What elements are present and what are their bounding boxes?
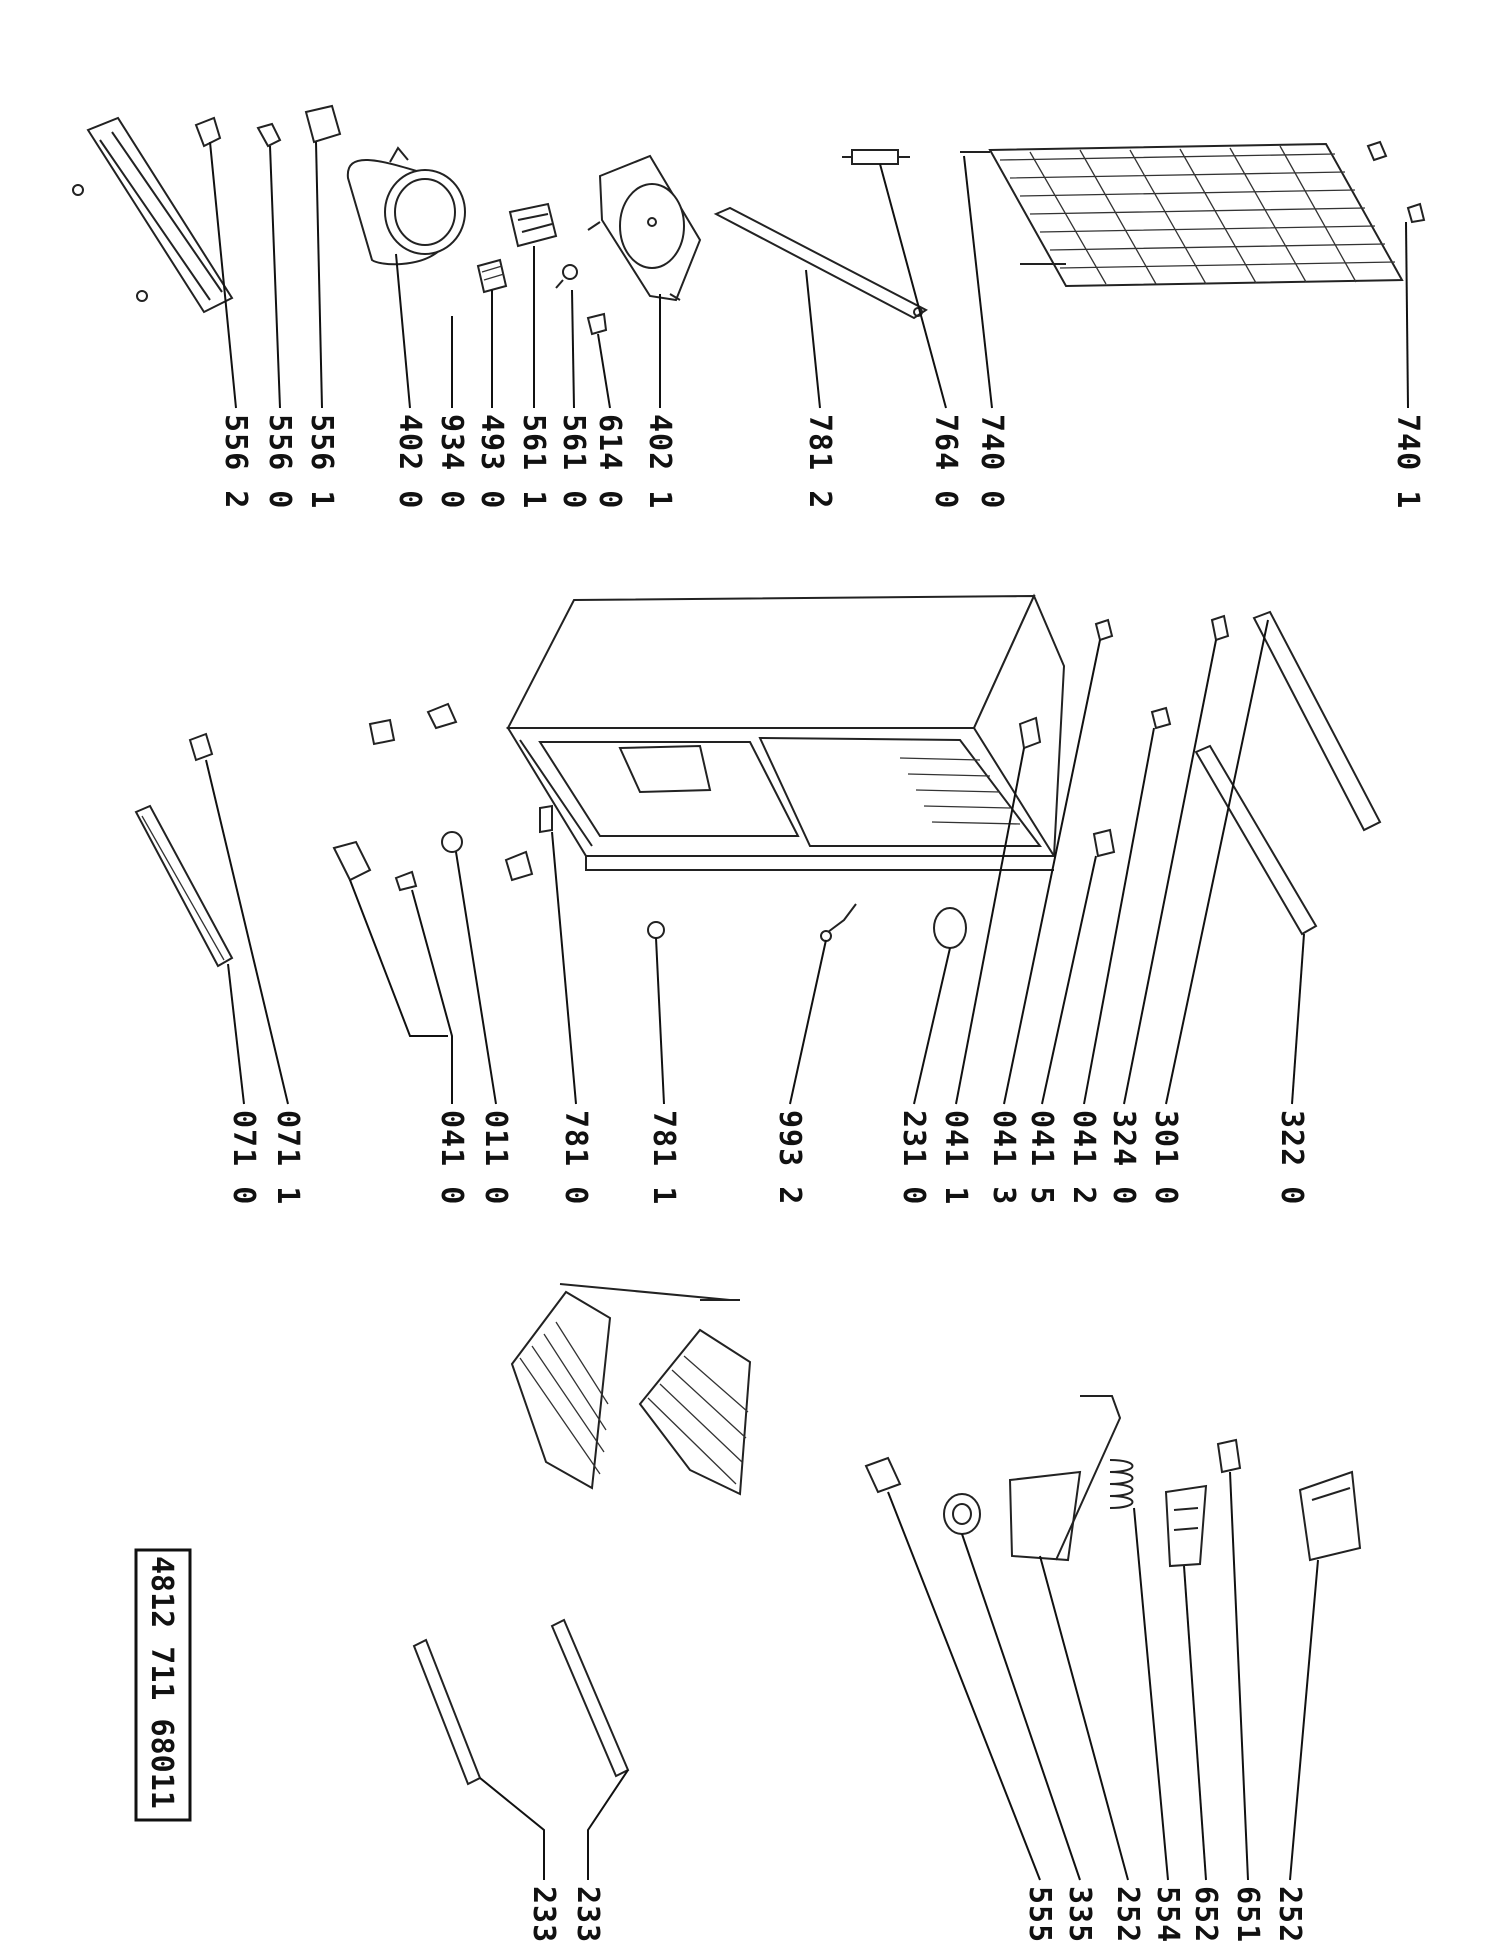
part-556-0-clip [194,116,222,148]
label-402-0: 402 0 [392,414,427,509]
label-402-1: 402 1 [642,414,677,509]
part-740-1-small [1366,140,1426,224]
part-561-0-clip [555,264,578,289]
part-301-0-rail [1252,610,1382,832]
label-324-0: 324 0 [1106,1110,1141,1205]
part-781-0-pin [539,804,553,834]
part-781-1-knob [647,921,665,939]
label-764-0: 764 0 [928,414,963,509]
label-740-0: 740 0 [974,414,1009,509]
part-993-2-cable [820,903,857,942]
part-011-0-foot [368,702,534,882]
part-402-0-compressor [346,146,466,266]
part-041-5-hinge [1092,828,1116,858]
label-335-0: 335 0 [1062,1886,1097,1947]
label-934-0: 934 0 [434,414,469,509]
label-231-0: 231 0 [896,1110,931,1205]
label-041-5: 041 5 [1024,1110,1059,1205]
label-493-0: 493 0 [474,414,509,509]
label-556-0: 556 0 [262,414,297,509]
part-781-2-strip [713,206,928,320]
label-652-0: 652 0 [1188,1886,1223,1947]
part-071-0-bar [134,804,234,968]
part-651-0-bulb [1216,1438,1242,1474]
label-322-0: 322 0 [1274,1110,1309,1205]
leader-lines [205,141,1409,1881]
label-781-2: 781 2 [802,414,837,509]
part-335-0-knob [943,1493,981,1535]
part-labels: 556 2 556 0 556 1 402 0 934 0 493 0 561 … [218,414,1425,1947]
part-556-1-bracket [256,122,282,148]
label-556-1: 556 1 [304,414,339,509]
label-041-3: 041 3 [986,1110,1021,1205]
label-301-0: 301 0 [1148,1110,1183,1205]
label-651-0: 651 0 [1230,1886,1265,1947]
label-993-2: 993 2 [772,1110,807,1205]
document-number: 4812 711 68011 [144,1556,179,1809]
part-561-1-box [508,202,558,248]
part-cabinet [506,593,1066,871]
part-764-0-capillary [842,149,910,165]
part-324-0-cap [1210,614,1230,642]
part-322-0-rail [1194,744,1318,936]
part-041-2-clip [1150,706,1172,730]
part-554-0-spring [1109,1459,1134,1509]
label-740-1: 740 1 [1390,414,1425,509]
part-493-0-relay [476,258,508,294]
label-561-0: 561 0 [556,414,591,509]
part-652-0-lamp-holder [1164,1484,1208,1568]
part-556-cover [304,104,342,144]
part-041-0-hinge [332,840,418,892]
label-252-0: 252 0 [1110,1886,1145,1947]
label-614-0: 614 0 [592,414,627,509]
part-740-0-condenser [960,142,1404,288]
part-231-0-plate [933,907,967,949]
part-071-1-clip [188,732,214,762]
label-011-0: 011 0 [478,1110,513,1205]
label-233-1: 233 1 [526,1886,561,1947]
label-071-0: 071 0 [226,1110,261,1205]
label-555-0: 555 0 [1022,1886,1057,1947]
part-233-0-bar [550,1618,630,1778]
part-614-0-grommet [586,312,608,336]
part-041-3-clip [1094,618,1114,642]
part-252-1-cover [1298,1470,1362,1562]
part-555-0-bracket [864,1456,902,1494]
part-evaporator [510,1283,752,1496]
label-233-0: 233 0 [570,1886,605,1947]
document-number-box: 4812 711 68011 [134,1548,192,1822]
label-041-1: 041 1 [938,1110,973,1205]
label-781-1: 781 1 [646,1110,681,1205]
label-041-0: 041 0 [434,1110,469,1205]
part-556-2-rail [72,116,234,314]
label-781-0: 781 0 [558,1110,593,1205]
label-252-1: 252 1 [1272,1886,1307,1947]
part-233-1-bar [412,1638,482,1786]
part-041-1-hinge [1018,716,1042,750]
part-402-1-fan-housing [587,154,702,302]
label-556-2: 556 2 [218,414,253,509]
label-554-0: 554 0 [1150,1886,1185,1947]
part-252-0-thermostat [1008,1395,1122,1562]
label-041-2: 041 2 [1066,1110,1101,1205]
label-561-1: 561 1 [516,414,551,509]
label-071-1: 071 1 [270,1110,305,1205]
